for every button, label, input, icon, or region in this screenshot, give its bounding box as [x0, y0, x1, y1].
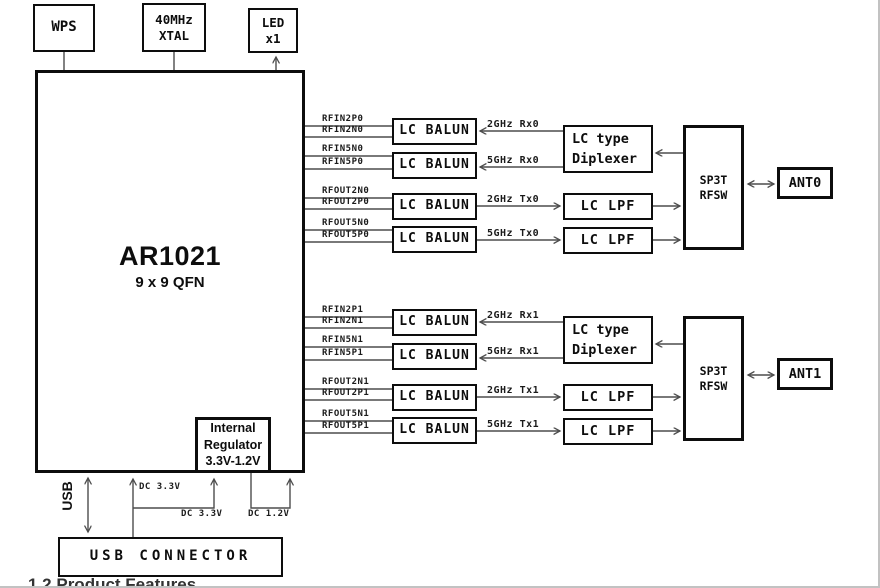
wps-label: WPS: [51, 19, 77, 36]
chip-name: AR1021: [118, 241, 222, 271]
rfsw-line1: SP3T: [699, 364, 728, 379]
regulator-line3: 3.3V-1.2V: [205, 454, 261, 469]
rf-path-label: 5GHz Rx0: [487, 155, 540, 166]
pin-label: RFIN5N1: [322, 335, 364, 345]
diplexer-line1: LC type: [572, 321, 629, 338]
rf-path-label: 5GHz Tx0: [487, 228, 540, 239]
usb-connector-box: USB CONNECTOR: [58, 537, 283, 577]
led-label-line1: LED: [261, 14, 285, 30]
lpf-box: LC LPF: [563, 193, 653, 220]
chip-package: 9 x 9 QFN: [135, 274, 205, 291]
chip-box: AR1021 9 x 9 QFN: [35, 70, 305, 473]
xtal-label-line1: 40MHz: [155, 11, 193, 27]
balun-label: LC BALUN: [399, 314, 470, 330]
dc-33-chip-label: DC 3.3V: [139, 482, 181, 492]
balun-label: LC BALUN: [399, 157, 470, 173]
wps-box: WPS: [33, 4, 95, 52]
lpf-label: LC LPF: [580, 198, 636, 215]
lpf-label: LC LPF: [580, 232, 636, 249]
usb-connector-label: USB CONNECTOR: [89, 548, 252, 565]
pin-label: RFOUT2P1: [322, 388, 370, 398]
pin-label: RFOUT2N0: [322, 186, 370, 196]
rfsw-line1: SP3T: [699, 173, 728, 188]
rf-path-label: 2GHz Tx1: [487, 385, 540, 396]
balun-box: LC BALUN: [392, 226, 477, 253]
antenna-box: ANT1: [777, 358, 833, 390]
led-box: LED x1: [248, 8, 298, 53]
balun-box: LC BALUN: [392, 309, 477, 336]
pin-label: RFOUT5N0: [322, 218, 370, 228]
diplexer-line2: Diplexer: [572, 151, 638, 167]
balun-label: LC BALUN: [399, 198, 470, 214]
diplexer-line1: LC type: [572, 130, 629, 147]
page-edge-right: [878, 0, 880, 588]
pin-label: RFIN5P0: [322, 157, 364, 167]
balun-box: LC BALUN: [392, 343, 477, 370]
balun-label: LC BALUN: [399, 389, 470, 405]
pin-label: RFOUT5P0: [322, 230, 370, 240]
xtal-label-line2: XTAL: [158, 27, 190, 43]
pin-label: RFIN5P1: [322, 348, 364, 358]
lpf-label: LC LPF: [580, 423, 636, 440]
xtal-box: 40MHz XTAL: [142, 3, 206, 52]
pin-label: RFIN2P0: [322, 114, 364, 124]
balun-box: LC BALUN: [392, 417, 477, 444]
dc-33-reg-label: DC 3.3V: [181, 509, 223, 519]
balun-label: LC BALUN: [399, 348, 470, 364]
caption-text: 1.2 Product Features: [28, 575, 197, 588]
pin-label: RFOUT5P1: [322, 421, 370, 431]
antenna-box: ANT0: [777, 167, 833, 199]
rfsw-box: SP3T RFSW: [683, 316, 744, 441]
pin-label: RFOUT2P0: [322, 197, 370, 207]
balun-label: LC BALUN: [399, 231, 470, 247]
lpf-box: LC LPF: [563, 418, 653, 445]
rf-path-label: 2GHz Rx0: [487, 119, 540, 130]
balun-box: LC BALUN: [392, 384, 477, 411]
pin-label: RFIN2N0: [322, 125, 364, 135]
regulator-line2: Regulator: [203, 437, 263, 452]
balun-label: LC BALUN: [399, 422, 470, 438]
lpf-box: LC LPF: [563, 227, 653, 254]
led-label-line2: x1: [265, 30, 281, 46]
page-edge-bottom: [0, 586, 880, 588]
pin-label: RFIN5N0: [322, 144, 364, 154]
internal-regulator-box: Internal Regulator 3.3V-1.2V: [195, 417, 271, 473]
antenna-label: ANT1: [788, 365, 822, 382]
rf-path-label: 2GHz Rx1: [487, 310, 540, 321]
rf-path-label: 5GHz Tx1: [487, 419, 540, 430]
balun-box: LC BALUN: [392, 193, 477, 220]
lpf-label: LC LPF: [580, 389, 636, 406]
balun-label: LC BALUN: [399, 123, 470, 139]
pin-label: RFOUT2N1: [322, 377, 370, 387]
lpf-box: LC LPF: [563, 384, 653, 411]
pin-label: RFIN2P1: [322, 305, 364, 315]
regulator-line1: Internal: [210, 420, 256, 435]
pin-label: RFIN2N1: [322, 316, 364, 326]
pin-label: RFOUT5N1: [322, 409, 370, 419]
wire-dc12: [250, 473, 290, 509]
rfsw-box: SP3T RFSW: [683, 125, 744, 250]
diplexer-box: LC type Diplexer: [563, 125, 653, 173]
balun-box: LC BALUN: [392, 152, 477, 179]
balun-box: LC BALUN: [392, 118, 477, 145]
antenna-label: ANT0: [788, 174, 822, 191]
rfsw-line2: RFSW: [699, 187, 728, 202]
diplexer-line2: Diplexer: [572, 342, 638, 358]
dc-12-label: DC 1.2V: [248, 509, 290, 519]
diplexer-box: LC type Diplexer: [563, 316, 653, 364]
rf-path-label: 5GHz Rx1: [487, 346, 540, 357]
rfsw-line2: RFSW: [699, 378, 728, 393]
usb-bus-label: USB: [59, 481, 75, 511]
rf-path-label: 2GHz Tx0: [487, 194, 540, 205]
